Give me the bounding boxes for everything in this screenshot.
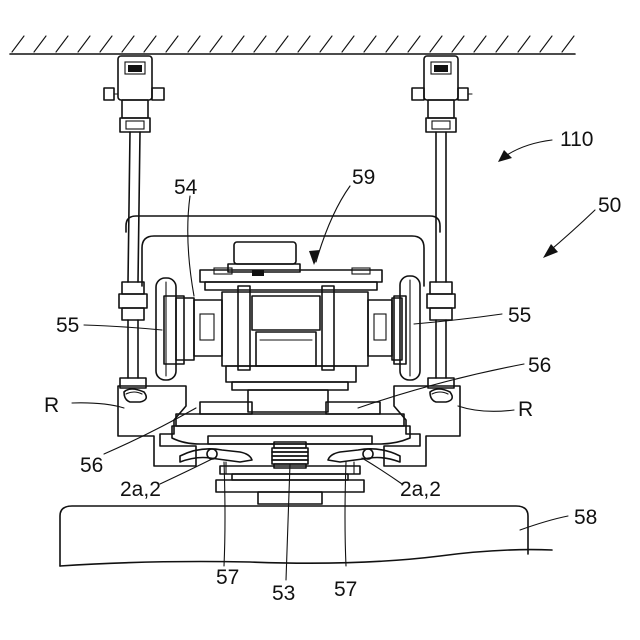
label-55-left: 55 bbox=[56, 314, 79, 337]
workpiece-58 bbox=[60, 506, 552, 566]
left-pad-2a bbox=[180, 449, 252, 462]
right-wheel-55 bbox=[394, 276, 420, 380]
right-turnbuckle bbox=[427, 282, 455, 388]
left-turnbuckle bbox=[119, 282, 147, 388]
motor-housing-54 bbox=[176, 286, 402, 370]
label-56-left: 56 bbox=[80, 454, 103, 477]
label-2a-right: 2a,2 bbox=[400, 478, 441, 501]
label-55-right: 55 bbox=[508, 304, 531, 327]
label-2a-left: 2a,2 bbox=[120, 478, 161, 501]
label-110: 110 bbox=[560, 128, 593, 151]
label-54: 54 bbox=[174, 176, 198, 199]
label-57-left: 57 bbox=[216, 566, 239, 589]
left-hanger-bracket bbox=[104, 56, 164, 132]
ceiling bbox=[10, 36, 575, 54]
left-wheel-55 bbox=[156, 278, 184, 380]
label-57-right: 57 bbox=[334, 578, 357, 601]
label-50: 50 bbox=[598, 194, 621, 217]
label-56-right: 56 bbox=[528, 354, 551, 377]
top-plate-59 bbox=[200, 242, 382, 290]
left-hanger-rod bbox=[128, 132, 140, 282]
outer-frame bbox=[126, 216, 440, 286]
label-58: 58 bbox=[574, 506, 597, 529]
label-53: 53 bbox=[272, 582, 295, 605]
right-hanger-rod bbox=[436, 132, 446, 282]
label-59: 59 bbox=[352, 166, 375, 189]
label-R-left: R bbox=[44, 394, 59, 417]
right-pad-2a bbox=[328, 449, 400, 462]
label-R-right: R bbox=[518, 398, 533, 421]
carriage-plate bbox=[176, 366, 404, 426]
right-hanger-bracket bbox=[412, 56, 472, 132]
